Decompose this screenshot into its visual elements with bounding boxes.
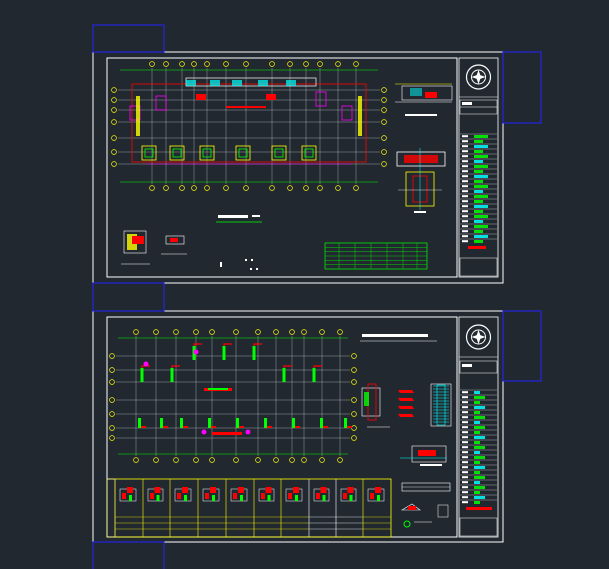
rebar-detail-b xyxy=(398,390,414,417)
title-block xyxy=(458,57,499,278)
floor-plan-1[interactable] xyxy=(111,61,387,191)
floor-plan-2[interactable] xyxy=(109,329,357,463)
sheet-outer-frame xyxy=(92,51,504,284)
selection-box-mid-left[interactable] xyxy=(92,282,165,312)
drawing-sheet-1[interactable] xyxy=(92,51,504,284)
node-detail-2 xyxy=(161,235,187,255)
rebar-detail-a xyxy=(361,383,390,428)
column-detail-strip xyxy=(106,478,392,538)
compass-seal-icon xyxy=(465,324,492,350)
node-detail-1 xyxy=(121,230,150,265)
selection-box-right-2[interactable] xyxy=(502,310,542,382)
sheet-inner-frame xyxy=(106,316,458,538)
selection-box-top-left[interactable] xyxy=(92,24,165,53)
schedule-table-1 xyxy=(324,242,428,270)
small-symbol-detail xyxy=(400,503,449,528)
selection-box-bottom-left[interactable] xyxy=(92,541,165,569)
section-detail-b xyxy=(396,148,446,213)
column-elevation xyxy=(430,383,452,427)
sheet-inner-frame xyxy=(106,57,458,278)
section-detail-a xyxy=(395,83,453,116)
title-block xyxy=(458,316,499,538)
small-table-2 xyxy=(401,482,451,492)
compass-seal-icon xyxy=(465,64,492,90)
drawing-sheet-2[interactable] xyxy=(92,310,504,543)
stair-detail xyxy=(400,445,447,466)
sheet-outer-frame xyxy=(92,310,504,543)
selection-markers[interactable] xyxy=(92,24,542,569)
selection-box-right-1[interactable] xyxy=(502,51,542,124)
